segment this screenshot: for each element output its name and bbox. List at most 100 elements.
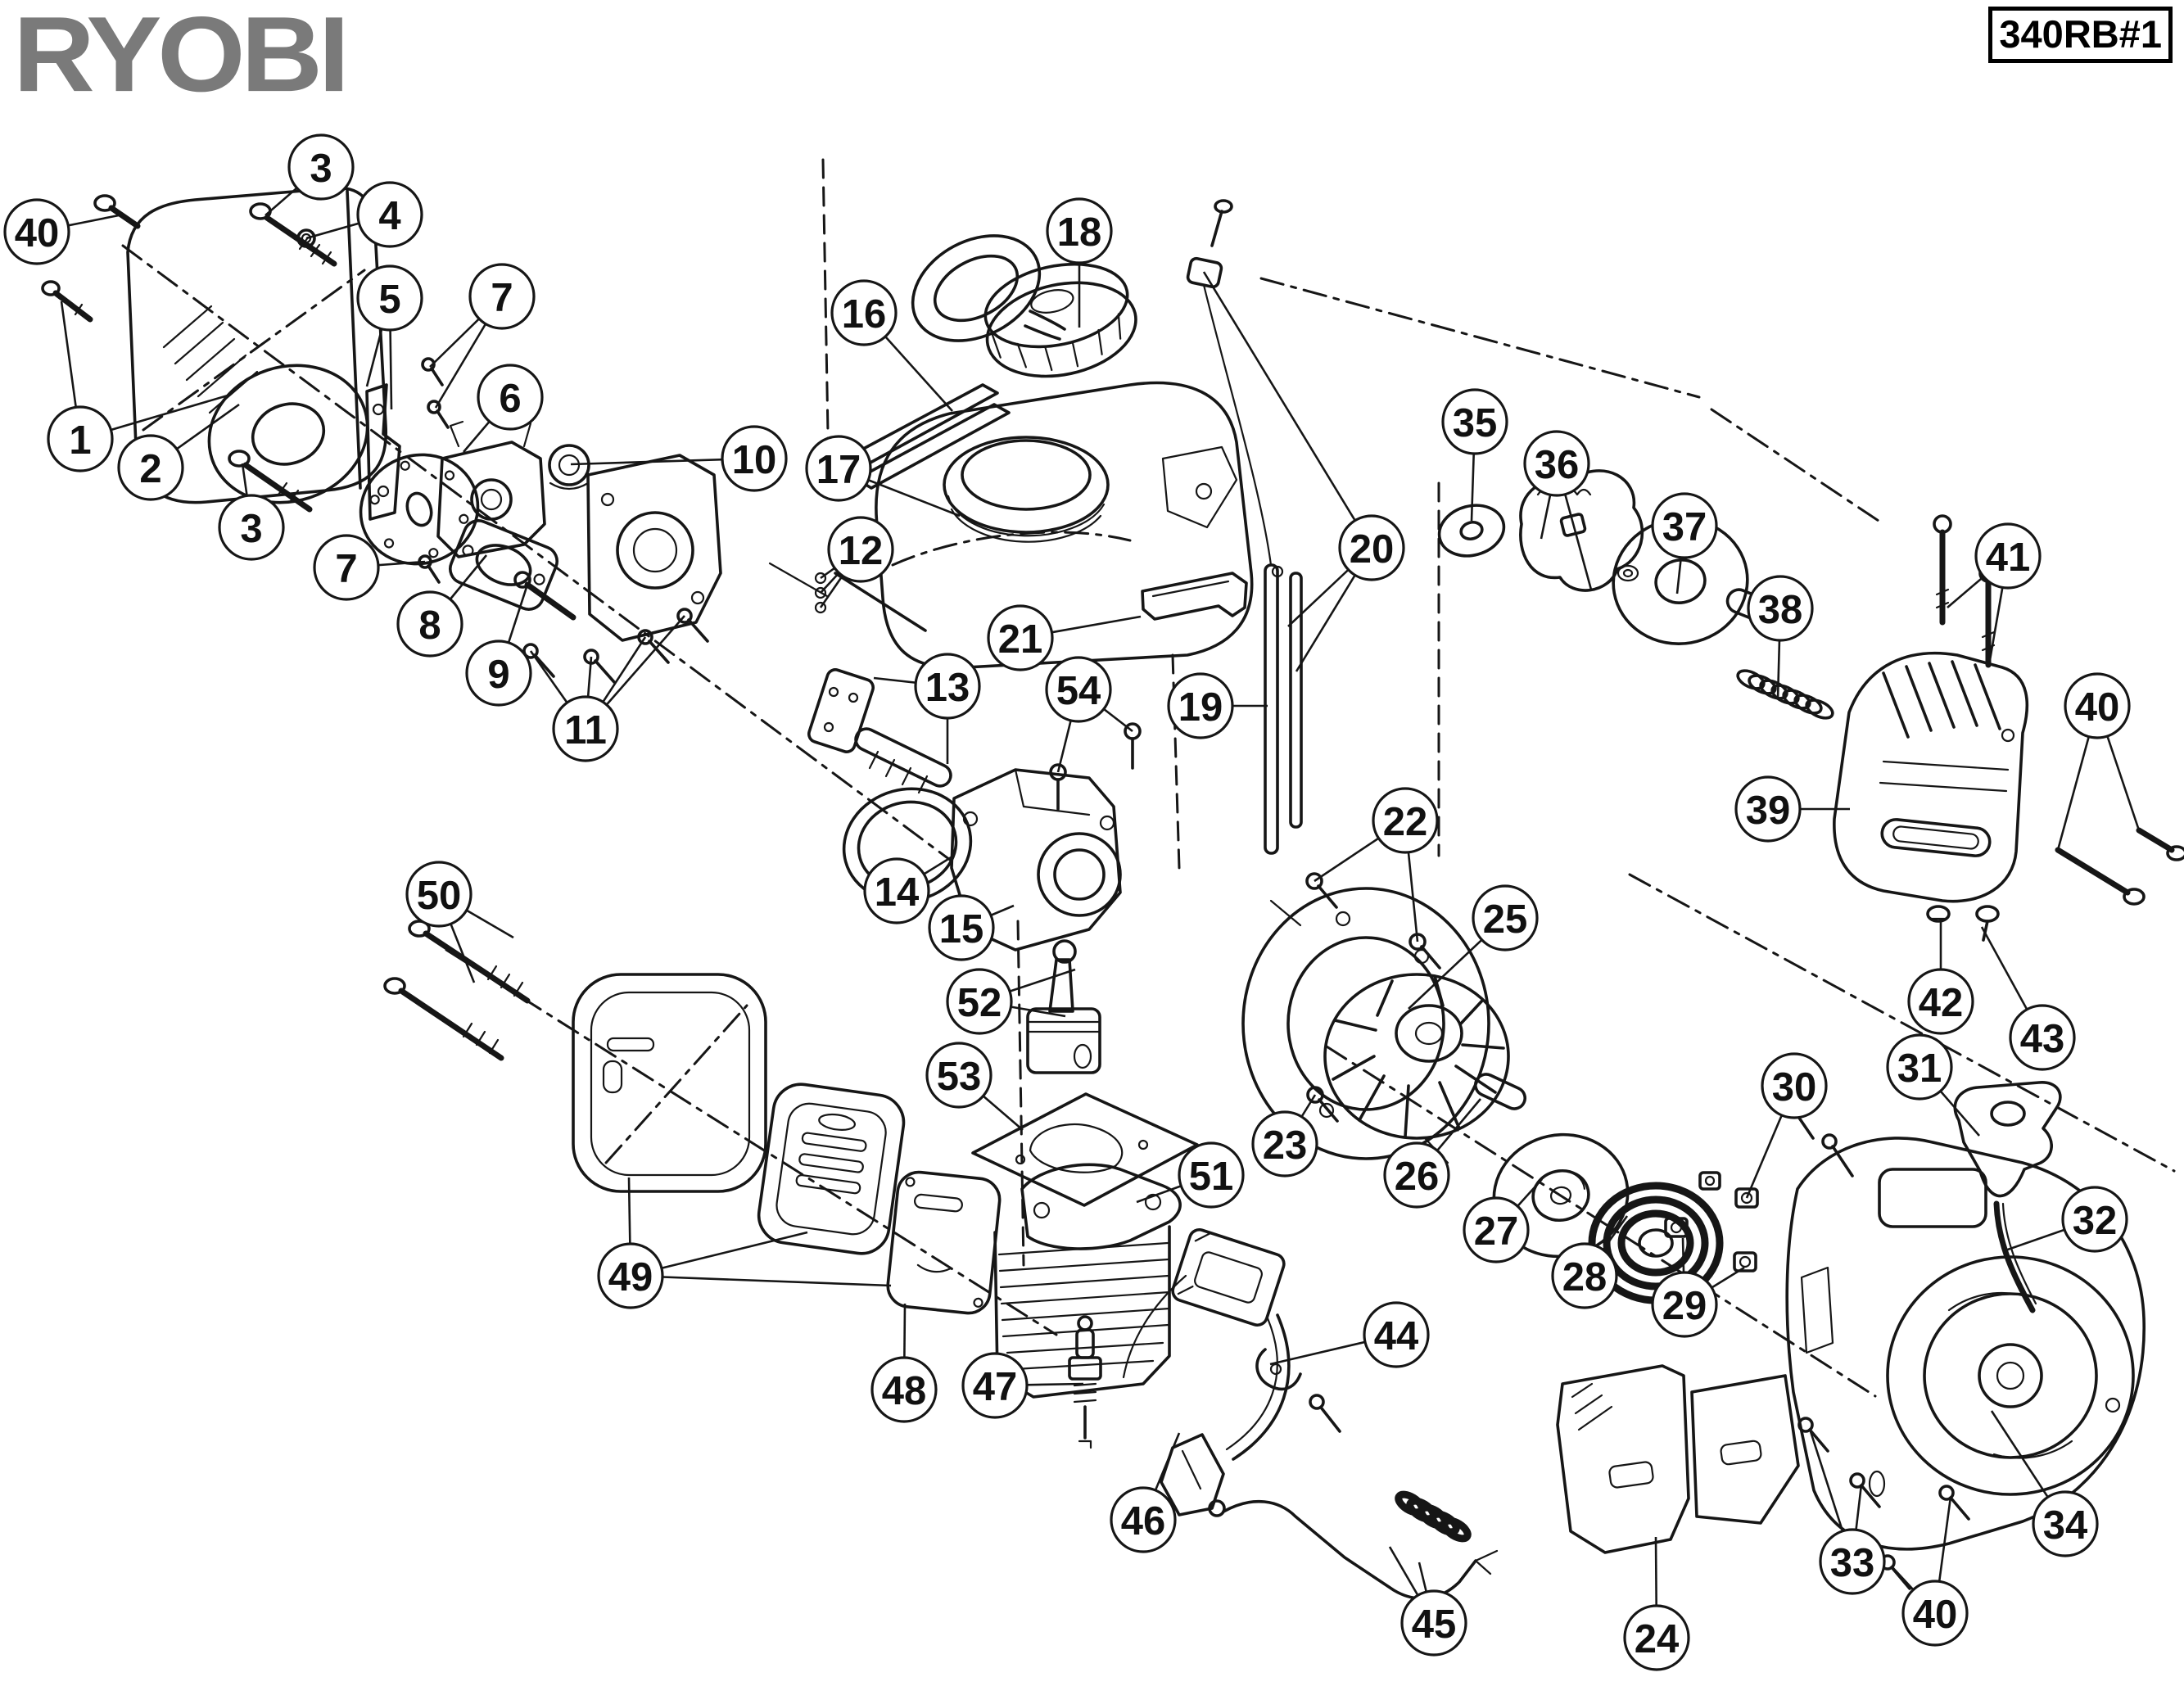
svg-text:12: 12 bbox=[839, 529, 884, 573]
clutch-spring-drawing bbox=[1736, 669, 1834, 720]
callout-33: 33 bbox=[1808, 1428, 1886, 1595]
fasteners-drawing bbox=[41, 194, 2184, 1590]
fuel-tank-drawing bbox=[875, 381, 1254, 670]
flywheel-drawing bbox=[1323, 973, 1510, 1140]
svg-text:40: 40 bbox=[15, 211, 60, 255]
svg-text:48: 48 bbox=[882, 1369, 927, 1413]
callout-53: 53 bbox=[925, 1042, 1024, 1131]
svg-text:7: 7 bbox=[335, 547, 357, 591]
throttle-rod-drawing bbox=[1208, 1490, 1499, 1600]
callout-40: 40 bbox=[3, 198, 124, 265]
callout-36: 36 bbox=[1523, 430, 1593, 590]
muffler-drawing bbox=[757, 1083, 906, 1255]
svg-text:45: 45 bbox=[1412, 1602, 1457, 1647]
svg-text:36: 36 bbox=[1535, 443, 1580, 487]
intake-manifold-drawing bbox=[586, 454, 722, 642]
callout-22: 22 bbox=[1314, 787, 1439, 942]
model-number-label: 340RB#1 bbox=[1988, 7, 2173, 63]
callout-46: 46 bbox=[1110, 1432, 1181, 1553]
callout-4: 4 bbox=[305, 181, 423, 248]
callout-23: 23 bbox=[1251, 1094, 1318, 1177]
svg-text:27: 27 bbox=[1474, 1209, 1519, 1254]
svg-text:3: 3 bbox=[310, 147, 332, 191]
callout-38: 38 bbox=[1747, 575, 1814, 700]
fuel-cap-drawing bbox=[911, 234, 1137, 378]
callout-41: 41 bbox=[1947, 522, 2042, 661]
callout-42: 42 bbox=[1907, 920, 1974, 1035]
callout-1: 1 bbox=[47, 301, 228, 472]
svg-text:14: 14 bbox=[875, 870, 920, 915]
svg-text:19: 19 bbox=[1178, 685, 1223, 730]
muffler-bolts-drawing bbox=[383, 920, 531, 1061]
worm-gear-shaft-drawing bbox=[807, 668, 952, 794]
callout-27: 27 bbox=[1463, 1178, 1543, 1263]
fuel-lines-drawing bbox=[1186, 199, 1303, 855]
wire-clip-drawing bbox=[1255, 1348, 1341, 1433]
callout-5: 5 bbox=[356, 264, 423, 410]
callout-6: 6 bbox=[463, 364, 544, 453]
callout-12: 12 bbox=[819, 516, 894, 608]
svg-text:3: 3 bbox=[240, 507, 262, 551]
svg-text:22: 22 bbox=[1383, 800, 1428, 844]
tank-clamp-drawing bbox=[1141, 572, 1248, 621]
callout-49: 49 bbox=[597, 1177, 892, 1309]
choke-shaft-parts-drawing bbox=[768, 562, 927, 632]
callout-31: 31 bbox=[1886, 1033, 1980, 1137]
svg-text:4: 4 bbox=[378, 194, 400, 238]
callout-25: 25 bbox=[1408, 884, 1539, 1010]
callout-9: 9 bbox=[465, 584, 532, 707]
callout-7: 7 bbox=[429, 263, 536, 409]
callout-3: 3 bbox=[265, 133, 355, 216]
callout-47: 47 bbox=[961, 1352, 1084, 1419]
svg-text:31: 31 bbox=[1897, 1046, 1942, 1091]
svg-text:9: 9 bbox=[487, 653, 509, 697]
clutch-washer-drawing bbox=[1437, 504, 1506, 558]
callout-21: 21 bbox=[987, 604, 1142, 671]
reed-plate-drawing bbox=[359, 453, 480, 566]
svg-text:7: 7 bbox=[491, 276, 513, 320]
callout-13: 13 bbox=[873, 653, 981, 764]
svg-text:35: 35 bbox=[1453, 401, 1498, 445]
callout-16: 16 bbox=[830, 279, 953, 412]
svg-text:37: 37 bbox=[1662, 505, 1707, 549]
callout-51: 51 bbox=[1136, 1141, 1245, 1209]
callout-10: 10 bbox=[570, 425, 788, 492]
centerlines bbox=[121, 158, 2176, 1398]
callout-48: 48 bbox=[870, 1303, 938, 1423]
callout-45: 45 bbox=[1388, 1546, 1467, 1657]
callout-3: 3 bbox=[218, 463, 285, 561]
svg-text:10: 10 bbox=[732, 438, 777, 482]
svg-text:25: 25 bbox=[1483, 897, 1528, 942]
muffler-plate-drawing bbox=[886, 1170, 1002, 1315]
svg-text:17: 17 bbox=[816, 448, 861, 492]
callout-28: 28 bbox=[1551, 1215, 1629, 1309]
svg-text:43: 43 bbox=[2020, 1017, 2065, 1061]
callout-8: 8 bbox=[396, 554, 488, 658]
svg-text:28: 28 bbox=[1562, 1255, 1607, 1300]
ignition-coil-drawing bbox=[1122, 1227, 1291, 1516]
callout-17: 17 bbox=[805, 435, 961, 518]
callout-14: 14 bbox=[863, 855, 953, 924]
svg-text:44: 44 bbox=[1374, 1314, 1419, 1358]
callout-24: 24 bbox=[1623, 1536, 1690, 1671]
starter-pin-drawing bbox=[1473, 1073, 1527, 1110]
engine-cover-drawing bbox=[1833, 651, 2029, 903]
svg-text:41: 41 bbox=[1986, 536, 2031, 580]
starter-housing-drawing bbox=[1785, 1137, 2146, 1551]
svg-text:50: 50 bbox=[417, 874, 462, 918]
svg-text:52: 52 bbox=[957, 981, 1002, 1025]
svg-text:30: 30 bbox=[1772, 1065, 1817, 1110]
svg-text:5: 5 bbox=[378, 278, 400, 322]
callout-54: 54 bbox=[1045, 656, 1133, 773]
callout-37: 37 bbox=[1651, 492, 1718, 594]
svg-text:49: 49 bbox=[608, 1255, 653, 1300]
svg-text:20: 20 bbox=[1350, 527, 1395, 572]
svg-text:23: 23 bbox=[1263, 1123, 1308, 1168]
svg-text:13: 13 bbox=[925, 666, 970, 710]
ryobi-logo: RYOBI bbox=[13, 0, 350, 115]
callout-39: 39 bbox=[1734, 775, 1850, 843]
svg-text:40: 40 bbox=[2075, 685, 2120, 730]
svg-text:33: 33 bbox=[1830, 1541, 1875, 1585]
svg-text:1: 1 bbox=[69, 418, 91, 463]
callout-20: 20 bbox=[1202, 271, 1405, 672]
